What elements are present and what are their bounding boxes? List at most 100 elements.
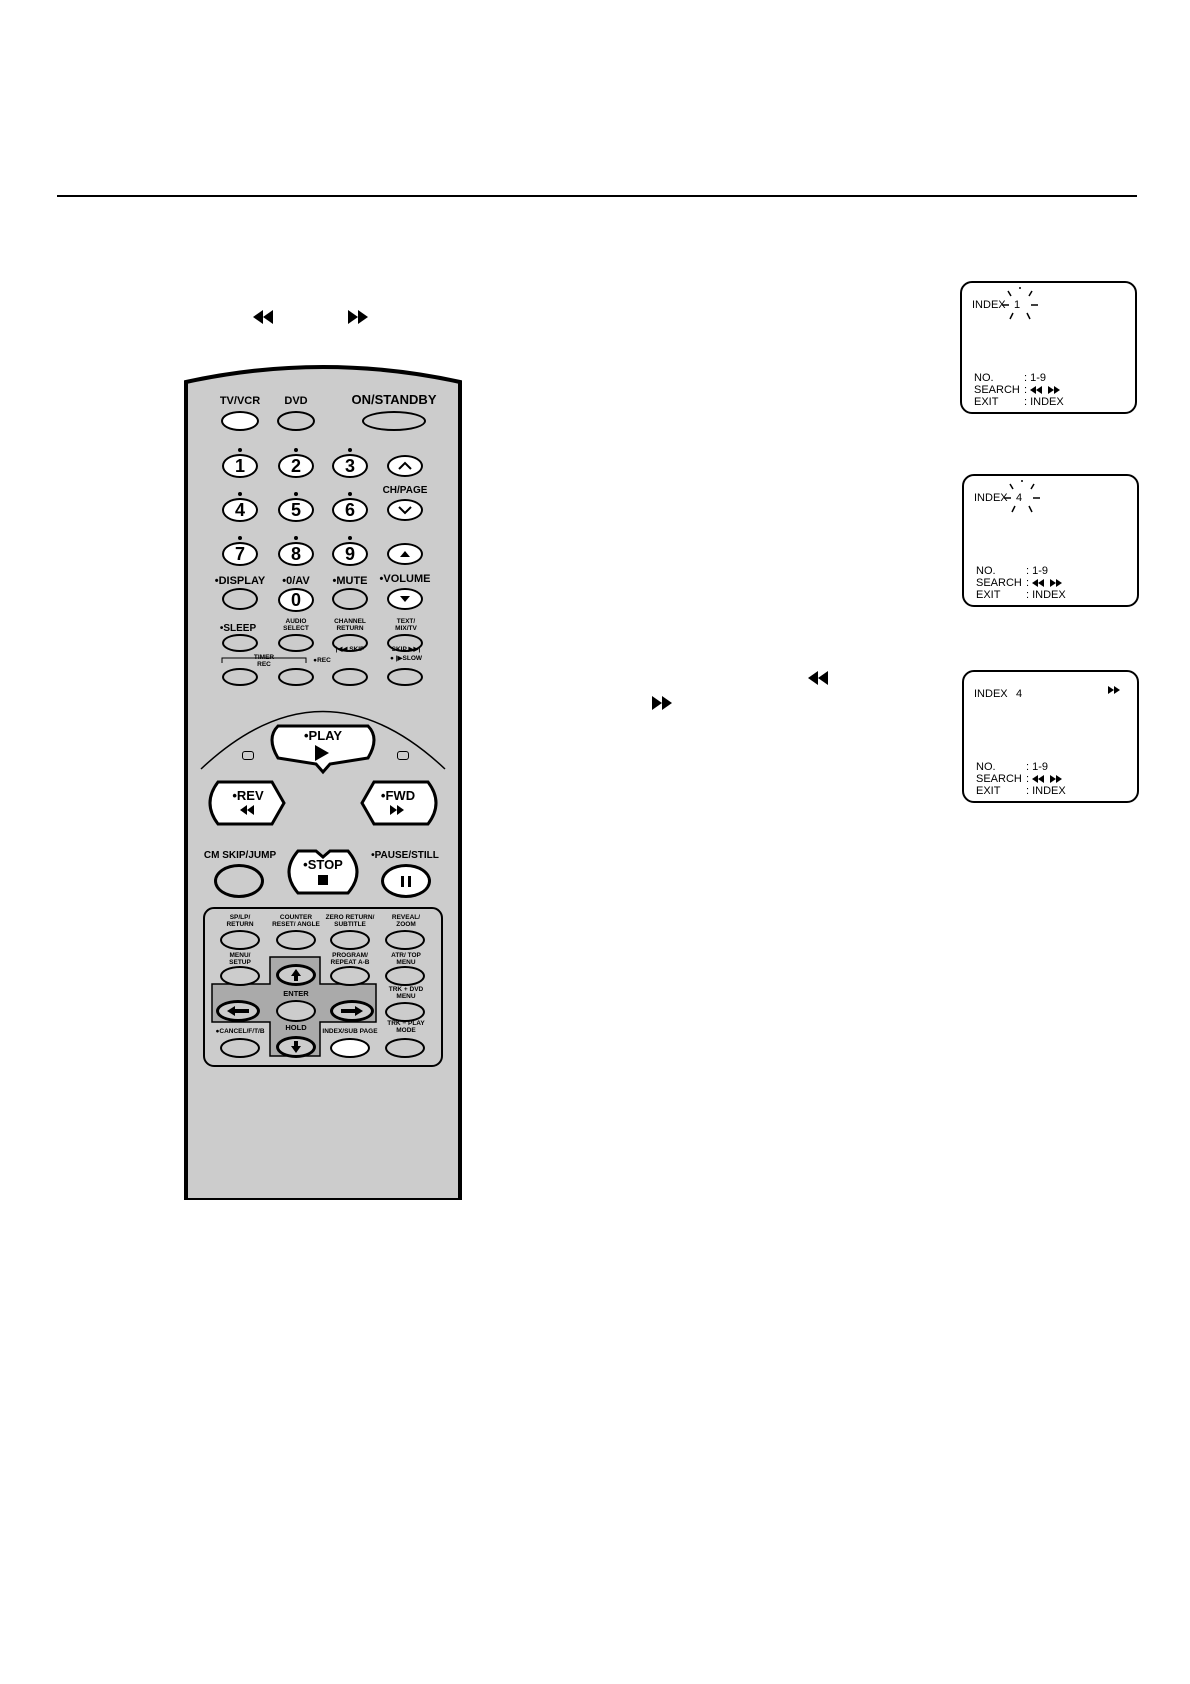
osd-screen-2: INDEX 4 NO.: 1-9 SEARCH: EXIT: INDEX (962, 474, 1139, 607)
channel-return-label: CHANNEL RETURN (334, 618, 366, 632)
header-rule (57, 195, 1137, 197)
small-rewind-icon (242, 751, 254, 760)
digit-9-button[interactable]: 9 (332, 542, 368, 566)
enter-label: ENTER (283, 989, 309, 998)
program-label: PROGRAM/ REPEAT A-B (330, 952, 370, 966)
rev-label: •REV (232, 788, 264, 803)
fast-forward-icon (1050, 775, 1057, 784)
display-label: •DISPLAY (214, 575, 266, 587)
audio-select-button[interactable] (278, 634, 314, 652)
fwd-label: •FWD (380, 788, 416, 803)
digit-0-button[interactable]: 0 (278, 588, 314, 612)
rec-label: ●REC (313, 657, 331, 664)
index-subpage-button[interactable] (330, 1038, 370, 1058)
text-mix-tv-button[interactable] (387, 634, 423, 652)
ch-page-label: CH/PAGE (382, 485, 428, 496)
mute-label: •MUTE (332, 575, 368, 587)
volume-down-button[interactable] (387, 588, 423, 610)
volume-up-button[interactable] (387, 543, 423, 565)
right-arrow-button[interactable] (330, 1000, 374, 1022)
trk-minus-button[interactable] (385, 1038, 425, 1058)
pause-icon (401, 876, 404, 887)
sp-lp-button[interactable] (220, 930, 260, 950)
stop-button[interactable] (278, 847, 368, 897)
index-value: 1 (1014, 299, 1021, 311)
left-arrow-button[interactable] (216, 1000, 260, 1022)
rewind-icon (253, 310, 273, 324)
rec-button[interactable] (278, 668, 314, 686)
arrow-right-icon (341, 1006, 363, 1016)
stop-label: •STOP (303, 857, 343, 872)
osd-screen-3: INDEX 4 NO.: 1-9 SEARCH: EXIT: INDEX (962, 670, 1139, 803)
osd-screen-1: INDEX 1 NO.: 1-9 SEARCH: EXIT: INDEX (960, 281, 1137, 414)
on-standby-button[interactable] (362, 411, 426, 431)
up-arrow-button[interactable] (276, 964, 316, 986)
digit-8-button[interactable]: 8 (278, 542, 314, 566)
tvvcr-button[interactable] (221, 411, 259, 431)
hold-label: HOLD (285, 1023, 307, 1032)
atr-label: ATR/ TOP MENU (391, 952, 421, 966)
reveal-zoom-label: REVEAL/ ZOOM (391, 914, 421, 928)
skip-fwd-slow-button[interactable] (387, 668, 423, 686)
pause-still-button[interactable] (381, 864, 431, 898)
down-arrow-button[interactable] (276, 1036, 316, 1058)
digit-6-button[interactable]: 6 (332, 498, 368, 522)
digit-3-button[interactable]: 3 (332, 454, 368, 478)
dvd-label: DVD (284, 395, 308, 407)
channel-return-button[interactable] (332, 634, 368, 652)
mute-button[interactable] (332, 588, 368, 610)
trk-plus-label: TRK + DVD MENU (388, 986, 424, 1000)
play-button[interactable] (278, 725, 368, 770)
channel-up-button[interactable] (387, 455, 423, 477)
fwd-button[interactable] (362, 782, 440, 824)
fast-forward-icon (390, 805, 404, 815)
digit-5-button[interactable]: 5 (278, 498, 314, 522)
cm-skip-label: CM SKIP/JUMP (203, 850, 277, 861)
zero-return-label: ZERO RETURN/ SUBTITLE (325, 914, 375, 928)
sleep-button[interactable] (222, 634, 258, 652)
remote-body (184, 365, 462, 1200)
play-label: •PLAY (303, 728, 343, 743)
index-value: 4 (1016, 492, 1023, 504)
skip-back-button[interactable] (332, 668, 368, 686)
atr-button[interactable] (385, 966, 425, 986)
zero-av-label: •0/AV (282, 575, 310, 587)
skip-back-label: |◀◀ SKIP (335, 646, 365, 653)
zero-return-button[interactable] (330, 930, 370, 950)
triangle-down-icon (400, 596, 410, 602)
triangle-up-icon (400, 551, 410, 557)
digit-7-button[interactable]: 7 (222, 542, 258, 566)
rewind-icon (240, 805, 254, 815)
fast-forward-icon (1050, 579, 1057, 588)
program-button[interactable] (330, 966, 370, 986)
sp-lp-label: SP/LP/ RETURN (226, 914, 254, 928)
cancel-button[interactable] (220, 1038, 260, 1058)
channel-down-button[interactable] (387, 499, 423, 521)
index-label: INDEX (974, 492, 1008, 504)
display-button[interactable] (222, 588, 258, 610)
slow-label: ● |▶SLOW (389, 655, 423, 662)
remote-control: TV/VCR DVD ON/STANDBY 1 2 3 CH/PAGE 4 5 … (184, 364, 462, 1200)
digit-1-button[interactable]: 1 (222, 454, 258, 478)
reveal-zoom-button[interactable] (385, 930, 425, 950)
digit-2-button[interactable]: 2 (278, 454, 314, 478)
index-label: INDEX (974, 688, 1008, 700)
fast-forward-icon (1048, 386, 1055, 395)
cm-skip-button[interactable] (214, 864, 264, 898)
enter-button[interactable] (276, 1000, 316, 1022)
counter-reset-button[interactable] (276, 930, 316, 950)
text-mix-tv-label: TEXT/ MIX/TV (395, 618, 417, 632)
audio-select-label: AUDIO SELECT (283, 618, 309, 632)
menu-setup-button[interactable] (220, 966, 260, 986)
trk-plus-button[interactable] (385, 1002, 425, 1022)
timer-rec-label: TIMER REC (253, 654, 275, 668)
digit-4-button[interactable]: 4 (222, 498, 258, 522)
chevron-down-icon (398, 506, 412, 515)
play-icon (315, 745, 329, 766)
small-forward-icon (397, 751, 409, 760)
arrow-left-icon (227, 1006, 249, 1016)
timer-rec-button[interactable] (222, 668, 258, 686)
rev-button[interactable] (206, 782, 284, 824)
index-label: INDEX (972, 299, 1006, 311)
dvd-button[interactable] (277, 411, 315, 431)
